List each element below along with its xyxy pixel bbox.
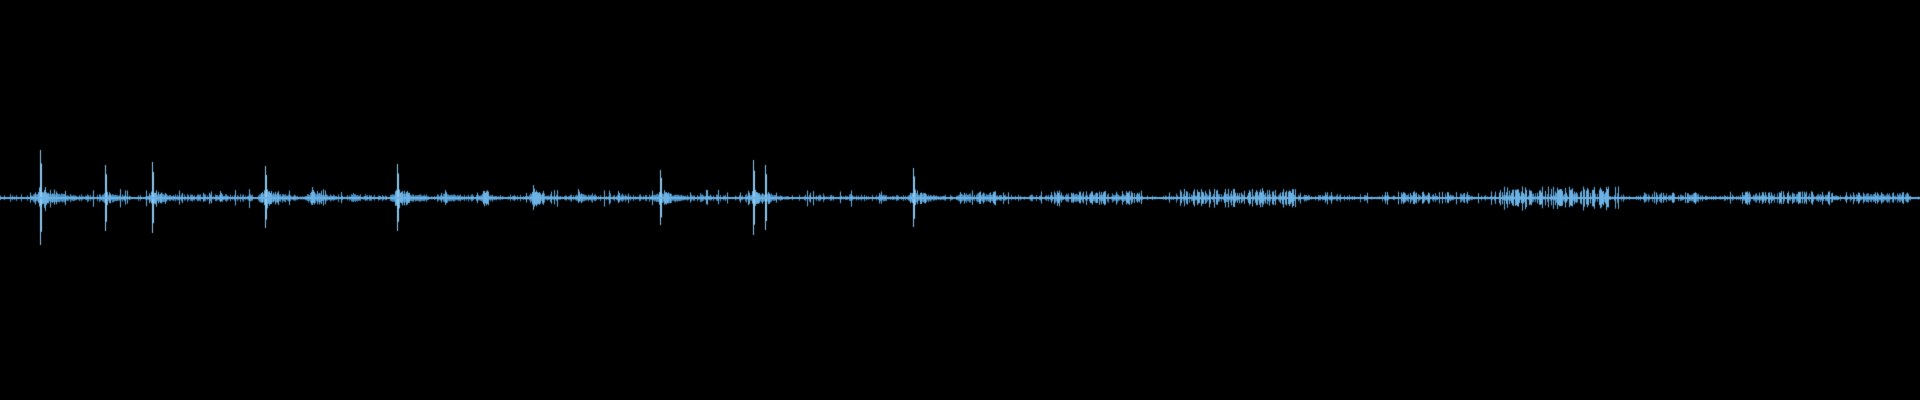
waveform-canvas[interactable] [0,0,1920,400]
audio-waveform-viewer[interactable] [0,0,1920,400]
